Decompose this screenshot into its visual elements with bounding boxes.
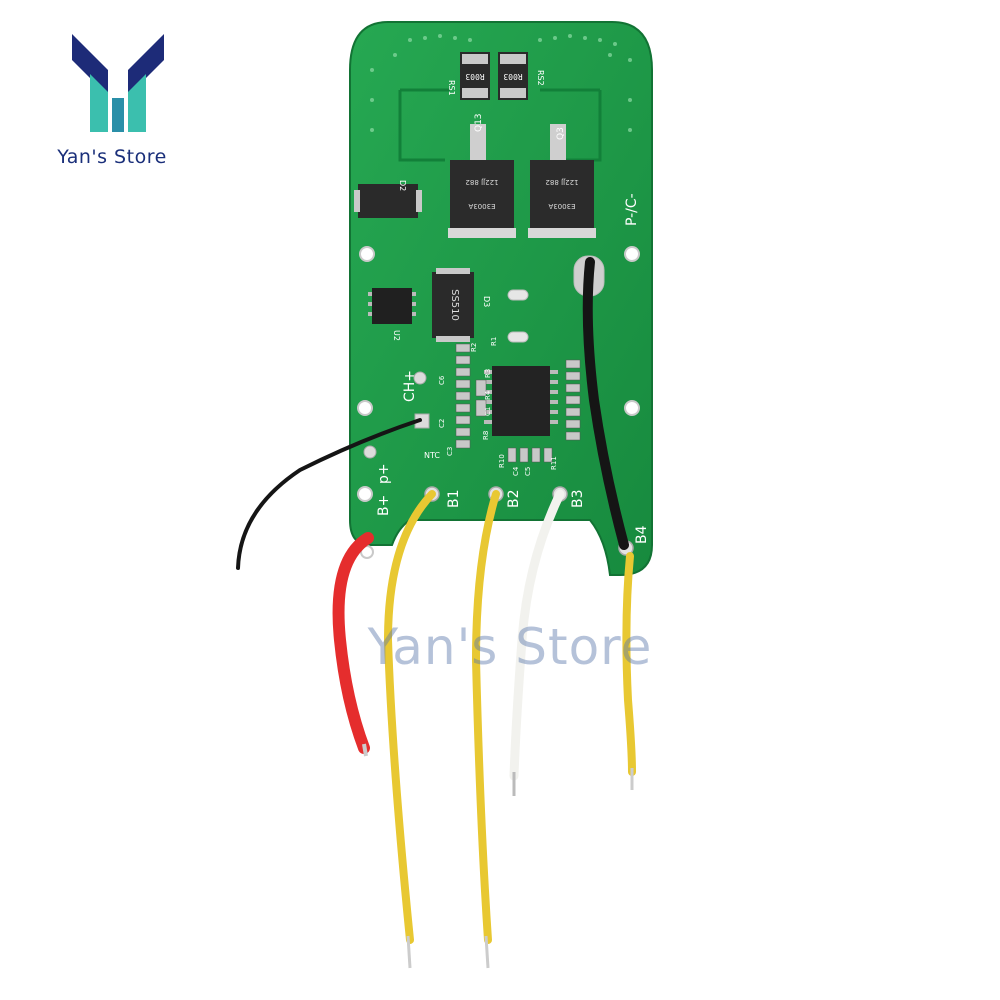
mosfet-right-code: 122JJ 882 <box>545 178 578 186</box>
b2-label: B2 <box>506 489 522 508</box>
mosfet-left-part: E3003A <box>468 202 495 210</box>
r4-label: R4 <box>484 390 492 400</box>
b3-label: B3 <box>570 489 586 508</box>
p-plus-label: p+ <box>376 463 392 484</box>
p-minus-c-minus-label: P-/C- <box>624 193 640 226</box>
wire-red <box>332 532 374 754</box>
wire-yellow-b4 <box>622 552 636 776</box>
b-plus-label: B+ <box>376 495 392 516</box>
smd-passives <box>455 343 581 463</box>
b1-label: B1 <box>446 489 462 508</box>
ss510-label: SS510 <box>449 289 460 321</box>
mosfet-q13: 122JJ 882 E3003A <box>448 124 516 238</box>
shunt-right-label: R003 <box>503 72 522 81</box>
r8-label: R8 <box>482 431 490 440</box>
mosfet-left-code: 122JJ 882 <box>465 178 498 186</box>
wire-black-main <box>582 257 629 550</box>
c3-label: C3 <box>446 447 454 456</box>
ch-plus-pad <box>413 371 427 385</box>
diode-d2 <box>354 184 422 218</box>
wire-white-b3 <box>509 489 565 781</box>
mounting-holes <box>357 246 640 559</box>
wire-yellow-b2 <box>471 490 500 944</box>
main-ic <box>484 366 558 436</box>
store-logo-icon <box>72 34 164 132</box>
c6-label: C6 <box>438 375 446 385</box>
c4-label: C4 <box>512 466 520 476</box>
r2-label: R2 <box>470 343 478 352</box>
mosfet-right-part: E3003A <box>548 202 575 210</box>
rs1-label: RS1 <box>447 80 456 96</box>
shunt-left-label: R003 <box>465 72 484 81</box>
r10-label: R10 <box>498 454 506 468</box>
shunt-resistor-left: R003 <box>460 52 490 100</box>
store-name: Yan's Store <box>57 146 167 168</box>
ntc-label: NTC <box>424 451 440 460</box>
watermark-text: Yan's Store <box>367 618 653 676</box>
c5-label: C5 <box>524 467 532 476</box>
r11-label: R11 <box>550 456 558 470</box>
q13-label: Q13 <box>474 113 484 132</box>
shunt-resistor-right: R003 <box>498 52 528 100</box>
c2-label: C2 <box>438 419 446 428</box>
d3-label: D3 <box>482 296 491 307</box>
c1-label: C1 <box>484 407 492 416</box>
u2-label: U2 <box>392 330 401 341</box>
q3-label: Q3 <box>556 127 566 140</box>
r3-label: R3 <box>484 369 492 378</box>
wire-black-ntc <box>236 418 422 570</box>
r1-label: R1 <box>490 337 498 346</box>
diode-d3: SS510 <box>432 268 474 342</box>
b4-label: B4 <box>634 525 650 544</box>
wire-yellow-b1 <box>383 490 436 944</box>
p-plus-pad <box>363 445 377 459</box>
via-pattern <box>370 34 632 132</box>
pcb-trace <box>398 88 602 162</box>
ic-u2 <box>368 288 416 324</box>
rs2-label: RS2 <box>536 70 545 86</box>
d2-label: D2 <box>398 180 407 191</box>
mosfet-q3: 122JJ 882 E3003A <box>528 124 596 238</box>
